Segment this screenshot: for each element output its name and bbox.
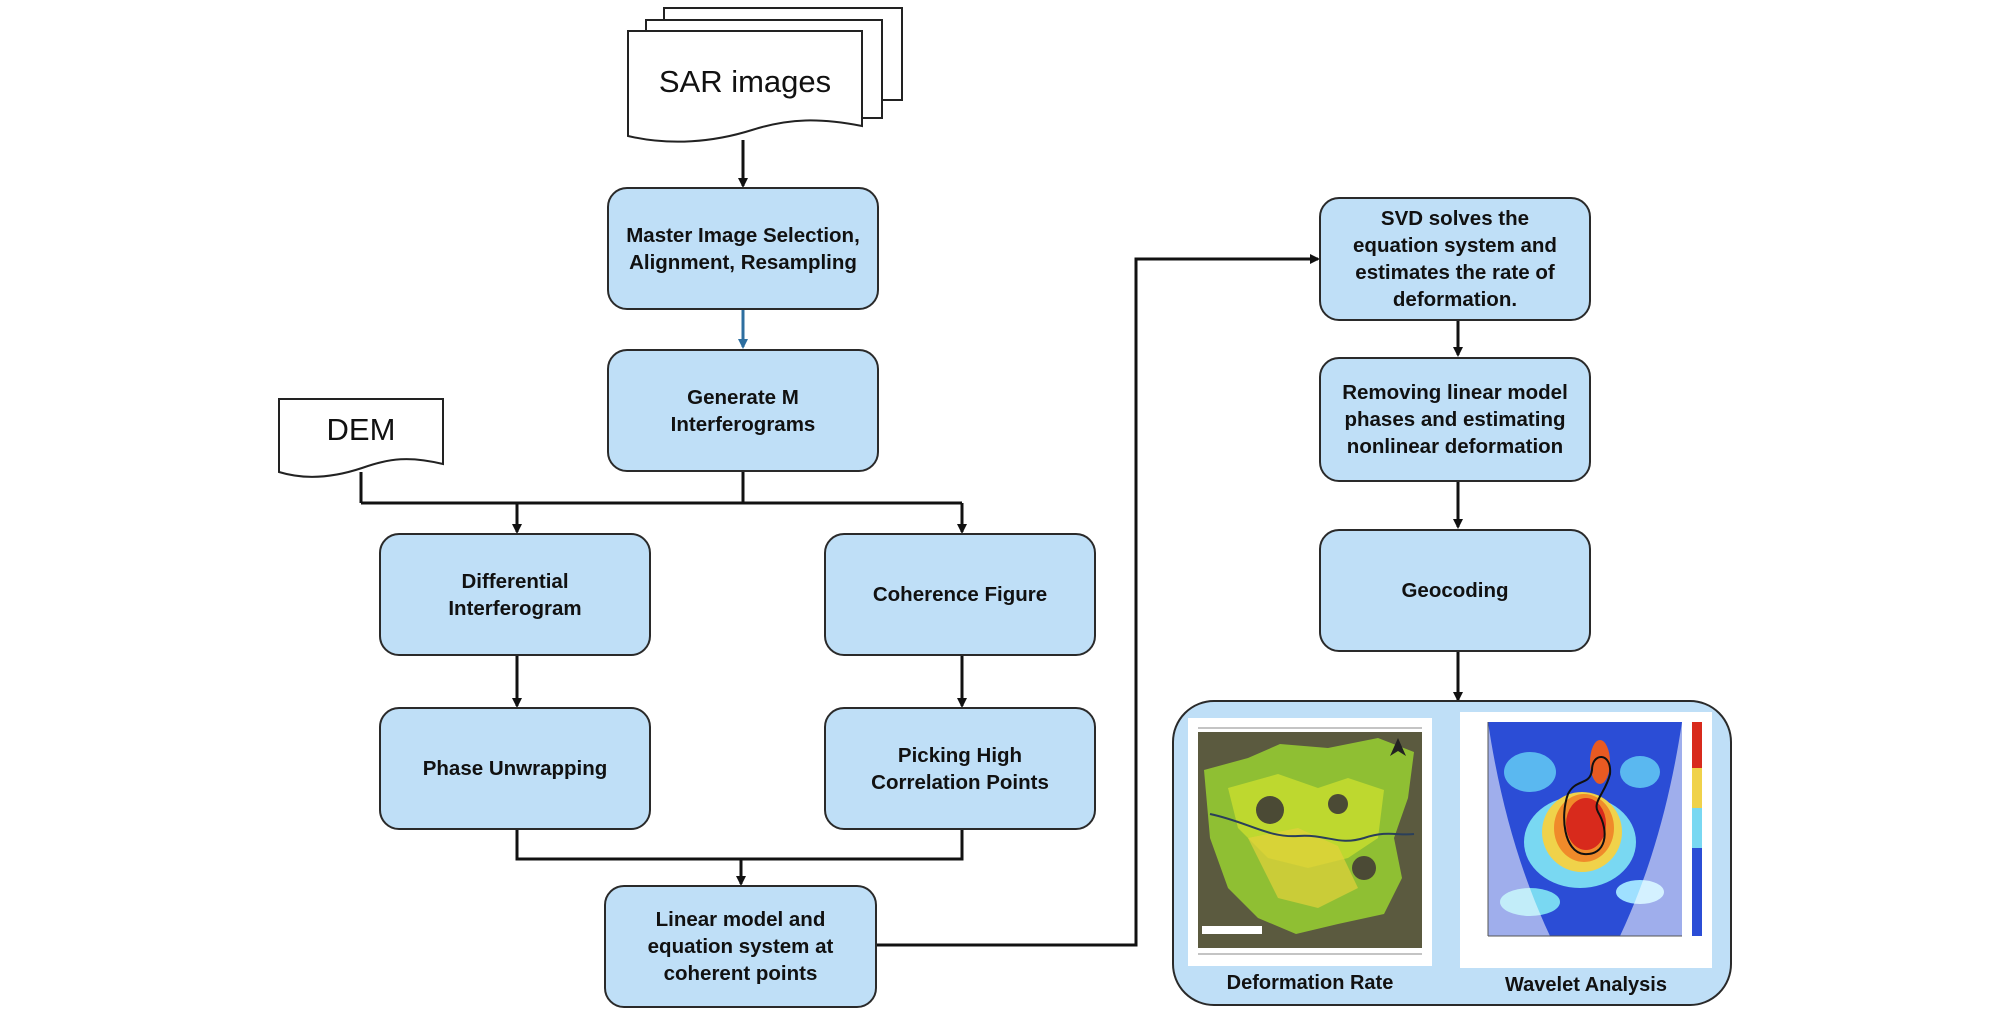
wavelet-thumbnail: [1460, 712, 1712, 968]
removing-linear-model-box: Removing linear model phases and estimat…: [1319, 357, 1591, 482]
differential-interferogram-box: Differential Interferogram: [379, 533, 651, 656]
deformation-rate-caption: Deformation Rate: [1226, 972, 1394, 994]
wavelet-analysis-caption: Wavelet Analysis: [1505, 974, 1667, 996]
picking-high-correlation-box: Picking High Correlation Points: [824, 707, 1096, 830]
map-thumbnail: [1188, 718, 1432, 966]
document-stack-icon: [627, 7, 903, 143]
deformation-map-image: [1198, 727, 1422, 955]
svd-box: SVD solves the equation system and estim…: [1319, 197, 1591, 321]
phase-unwrapping-box: Phase Unwrapping: [379, 707, 651, 830]
wavelet-spectrum-image: [1487, 722, 1702, 937]
linear-model-box: Linear model and equation system at cohe…: [604, 885, 877, 1008]
generate-interferograms-box: Generate M Interferograms: [607, 349, 879, 472]
document-icon: [278, 398, 444, 478]
arrow-linear-to-svd: [877, 254, 1320, 947]
line-phase-merge: [515, 830, 964, 861]
master-image-selection-box: Master Image Selection, Alignment, Resam…: [607, 187, 879, 310]
geocoding-box: Geocoding: [1319, 529, 1591, 652]
sar-images-label: SAR images: [658, 64, 832, 99]
coherence-figure-box: Coherence Figure: [824, 533, 1096, 656]
dem-label: DEM: [326, 412, 396, 447]
